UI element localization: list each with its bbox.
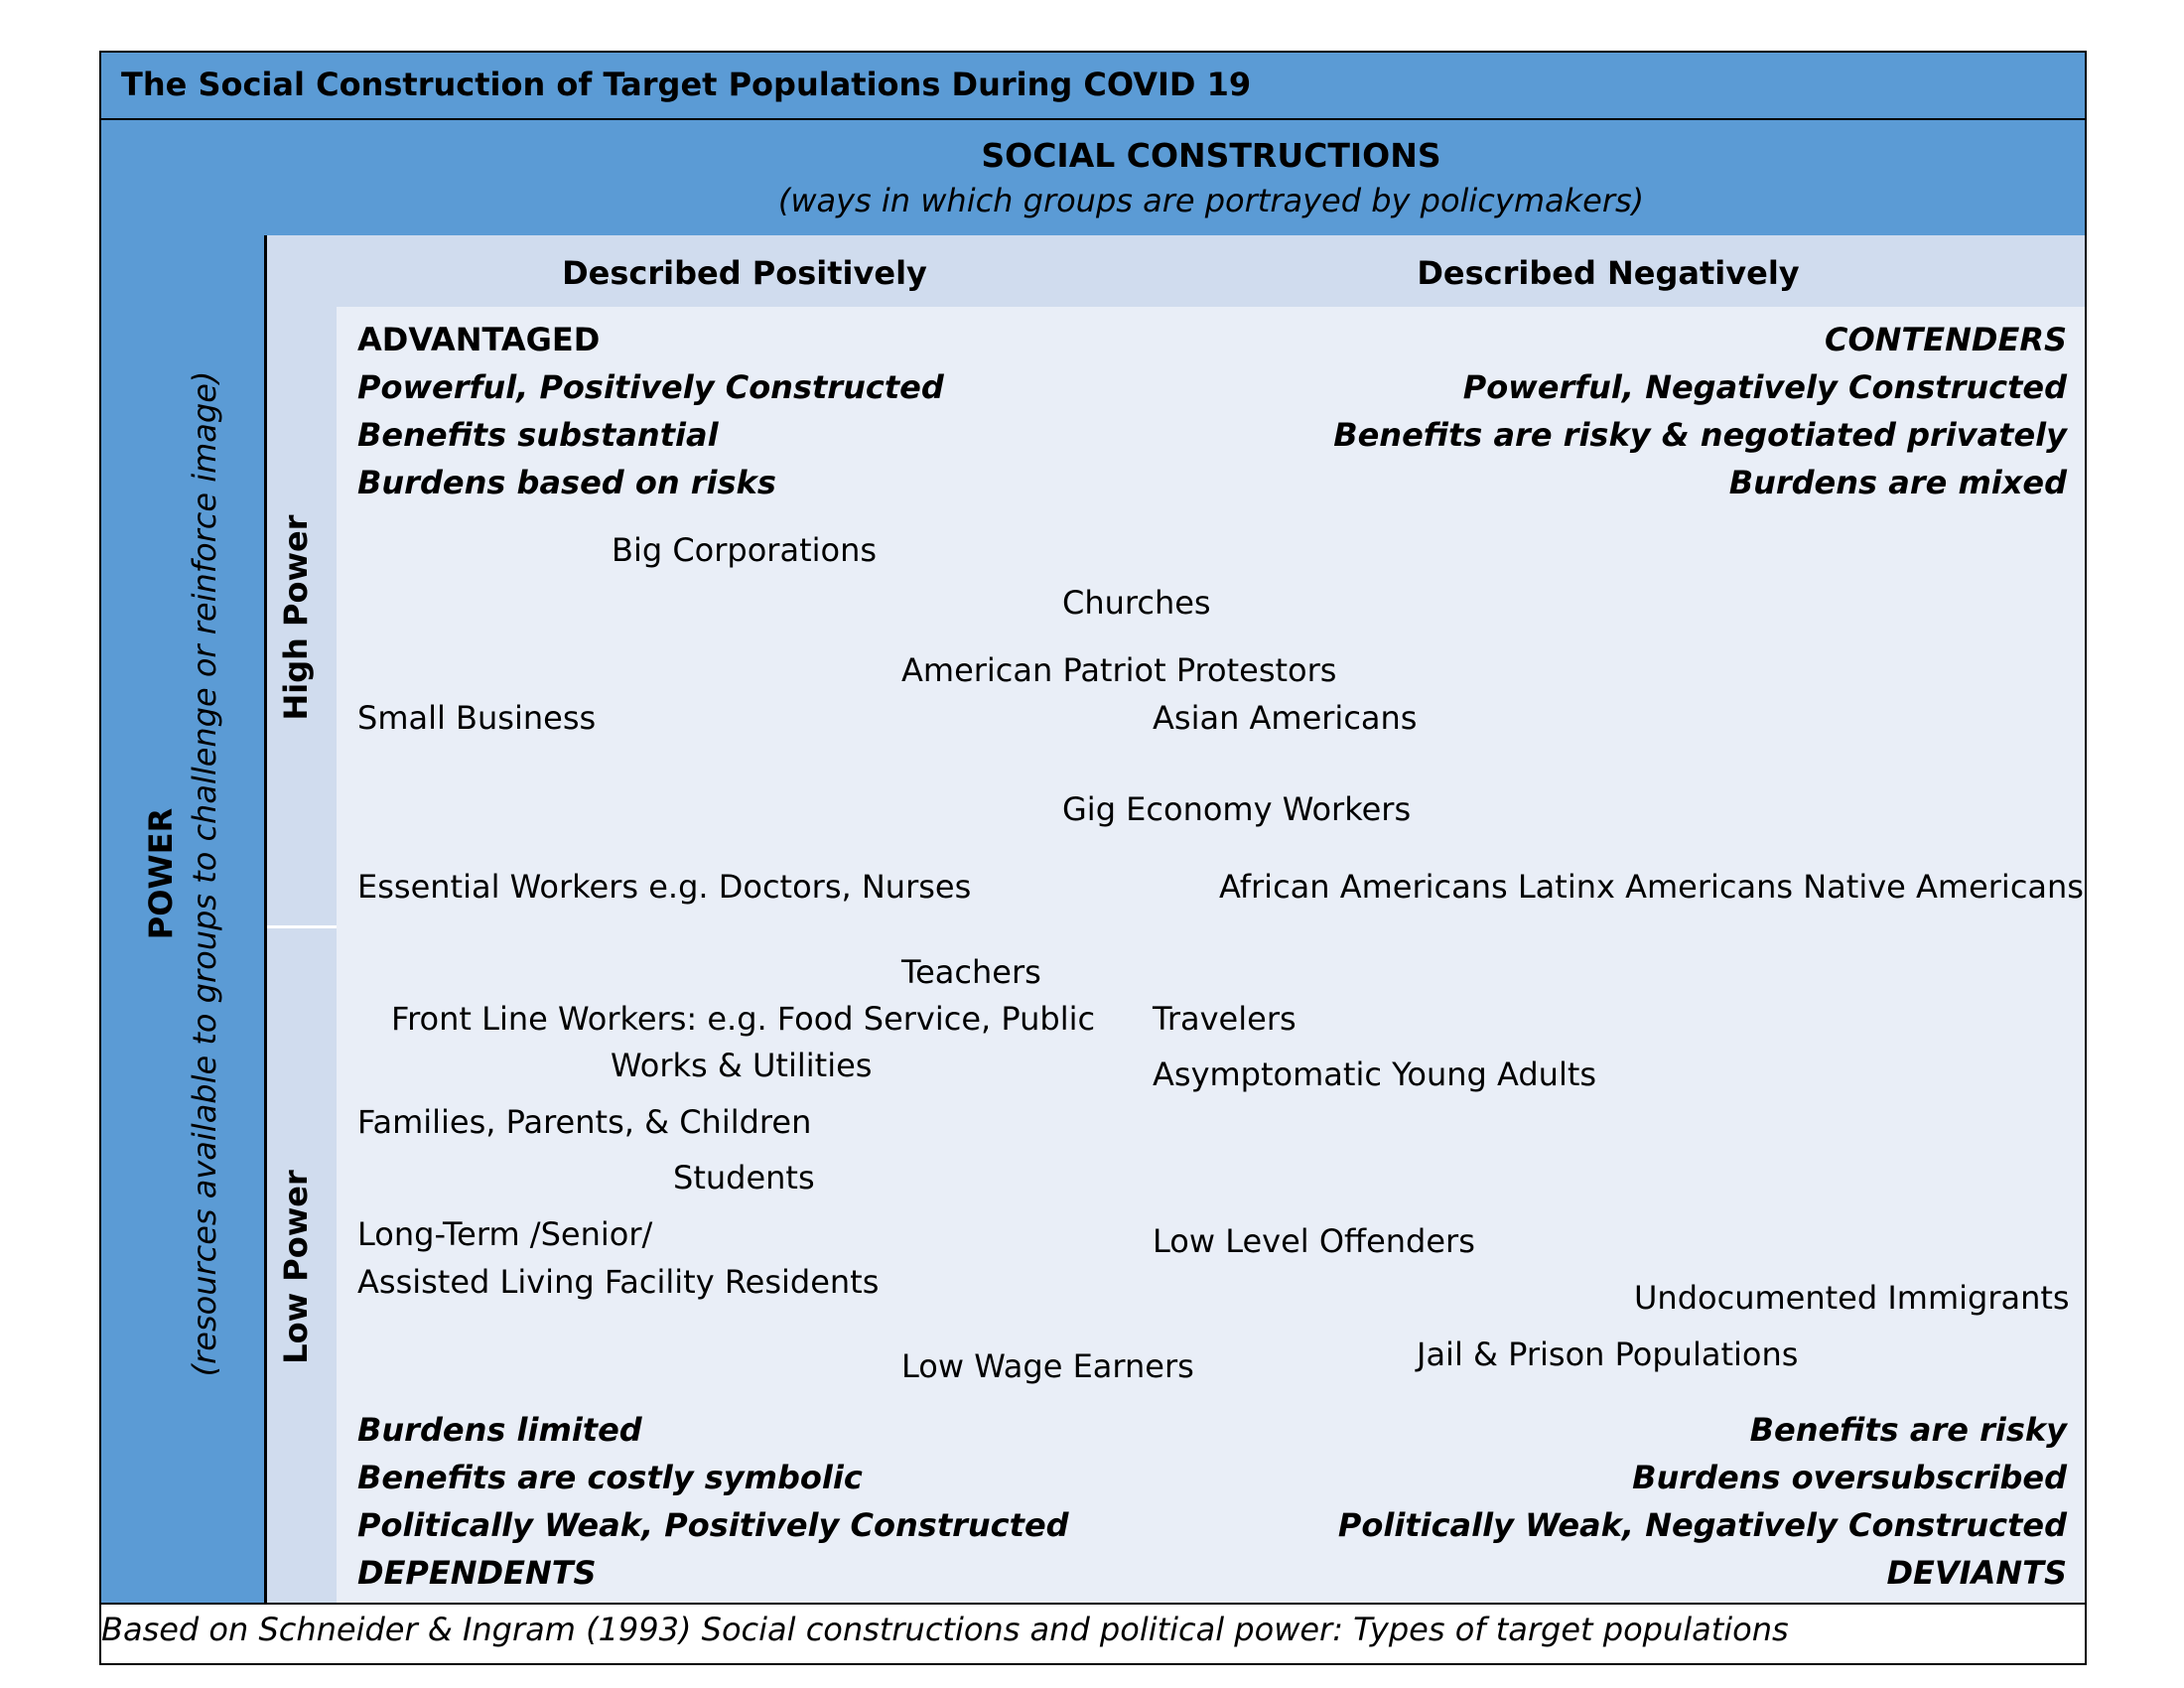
page-title: The Social Construction of Target Popula… bbox=[121, 66, 1252, 103]
group-low-wage-earners: Low Wage Earners bbox=[901, 1347, 1194, 1385]
power-axis-label: POWER (resources available to groups to … bbox=[142, 371, 223, 1377]
social-constructions-title: SOCIAL CONSTRUCTIONS bbox=[981, 136, 1441, 175]
quadrant-label-advantaged: ADVANTAGED bbox=[357, 321, 601, 358]
quadrant-grid bbox=[337, 307, 2085, 1605]
quadrant-line: Burdens based on risks bbox=[357, 464, 776, 501]
vertical-divider bbox=[264, 235, 267, 1605]
quadrant-line: Powerful, Positively Constructed bbox=[357, 368, 944, 406]
quadrant-line: Politically Weak, Negatively Constructed bbox=[1337, 1506, 2067, 1544]
social-constructions-subtitle: (ways in which groups are portrayed by p… bbox=[777, 182, 1645, 219]
power-level-separator bbox=[267, 925, 337, 928]
group-american-patriot-protestors: American Patriot Protestors bbox=[901, 651, 1337, 689]
title-bar bbox=[101, 53, 2085, 120]
group-low-level-offenders: Low Level Offenders bbox=[1153, 1222, 1475, 1260]
source-citation: Based on Schneider & Ingram (1993) Socia… bbox=[101, 1611, 1789, 1648]
power-axis-bg bbox=[101, 120, 266, 1605]
quadrant-line: Benefits are risky & negotiated privatel… bbox=[1333, 416, 2067, 454]
quadrant-line: Powerful, Negatively Constructed bbox=[1462, 368, 2067, 406]
group-essential-workers: Essential Workers e.g. Doctors, Nurses bbox=[357, 868, 972, 906]
column-header-positive: Described Positively bbox=[562, 254, 927, 292]
group-minority-americans: African Americans Latinx Americans Nativ… bbox=[1219, 868, 2084, 906]
group-churches: Churches bbox=[1062, 584, 1211, 622]
social-constructions-header-bg bbox=[101, 120, 2085, 235]
group-long-term-senior: Long-Term /Senior/ bbox=[357, 1215, 653, 1253]
group-big-corporations: Big Corporations bbox=[612, 531, 878, 569]
group-front-line-workers-cont: Works & Utilities bbox=[611, 1047, 873, 1084]
group-undocumented-immigrants: Undocumented Immigrants bbox=[1634, 1279, 2070, 1317]
group-small-business: Small Business bbox=[357, 699, 597, 737]
group-teachers: Teachers bbox=[901, 953, 1041, 991]
quadrant-line: Burdens oversubscribed bbox=[1632, 1459, 2067, 1496]
quadrant-label-dependents: DEPENDENTS bbox=[357, 1554, 597, 1592]
quadrant-label-deviants: DEVIANTS bbox=[1886, 1554, 2067, 1592]
group-students: Students bbox=[673, 1159, 815, 1196]
group-asymptomatic-young-adults: Asymptomatic Young Adults bbox=[1153, 1055, 1597, 1093]
power-level-strip bbox=[267, 235, 337, 1605]
group-jail-prison-populations: Jail & Prison Populations bbox=[1417, 1336, 1799, 1373]
group-families: Families, Parents, & Children bbox=[357, 1103, 812, 1141]
group-gig-economy-workers: Gig Economy Workers bbox=[1062, 790, 1412, 828]
column-header-negative: Described Negatively bbox=[1417, 254, 1800, 292]
group-front-line-workers: Front Line Workers: e.g. Food Service, P… bbox=[391, 1000, 1096, 1038]
group-assisted-living-residents: Assisted Living Facility Residents bbox=[357, 1263, 880, 1301]
high-power-label: High Power bbox=[277, 514, 315, 721]
quadrant-line: Burdens are mixed bbox=[1728, 464, 2067, 501]
quadrant-label-contenders: CONTENDERS bbox=[1824, 321, 2067, 358]
power-axis-subtitle: (resources available to groups to challe… bbox=[186, 370, 223, 1377]
footer-divider bbox=[101, 1603, 2085, 1605]
group-asian-americans: Asian Americans bbox=[1153, 699, 1418, 737]
quadrant-line: Benefits substantial bbox=[357, 416, 719, 454]
power-axis-title: POWER bbox=[142, 807, 180, 940]
quadrant-line: Politically Weak, Positively Constructed bbox=[357, 1506, 1069, 1544]
group-travelers: Travelers bbox=[1153, 1000, 1297, 1038]
quadrant-line: Benefits are risky bbox=[1749, 1411, 2067, 1449]
quadrant-line: Burdens limited bbox=[357, 1411, 642, 1449]
quadrant-line: Benefits are costly symbolic bbox=[357, 1459, 863, 1496]
diagram-frame bbox=[99, 51, 2087, 1665]
column-header-row bbox=[337, 235, 2085, 307]
low-power-label: Low Power bbox=[277, 1170, 315, 1364]
